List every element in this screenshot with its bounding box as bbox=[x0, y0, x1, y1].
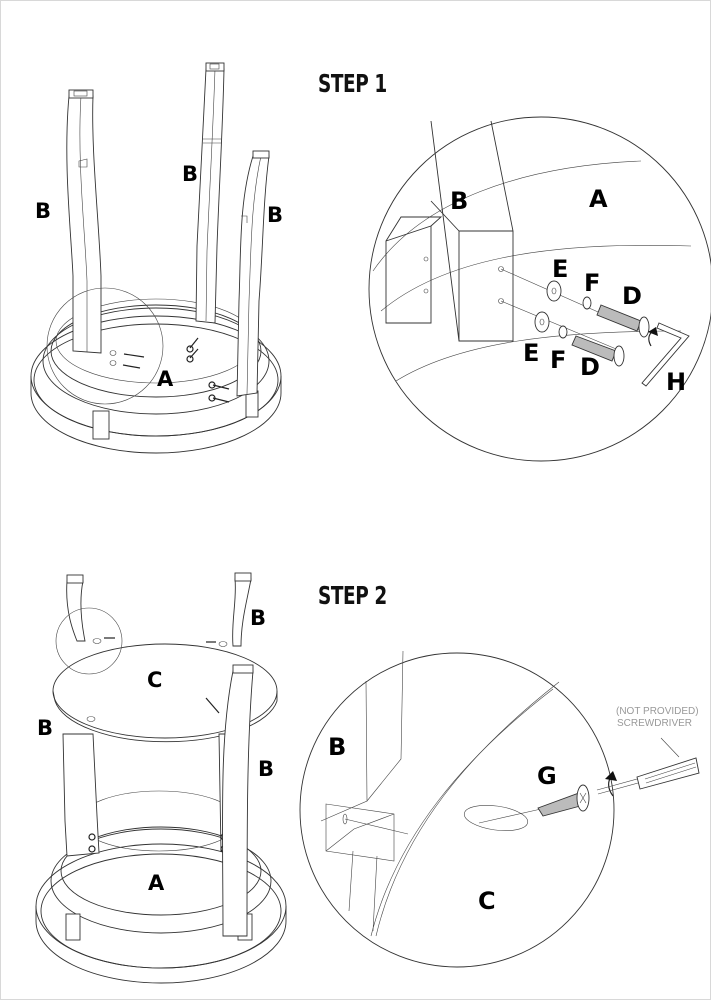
label-seat: C bbox=[147, 668, 163, 692]
label-leg-middle: B bbox=[182, 162, 199, 186]
leg-right bbox=[236, 150, 270, 397]
label-leg-top-right: B bbox=[250, 606, 267, 630]
label-detail-leg: B bbox=[450, 187, 469, 215]
bolt-icon bbox=[571, 335, 625, 367]
label-allen-key: H bbox=[666, 368, 687, 396]
label-bolt-bottom: D bbox=[580, 353, 600, 381]
leg-left bbox=[66, 89, 102, 354]
washer-icon bbox=[534, 311, 550, 333]
allen-key-icon bbox=[641, 322, 690, 387]
label-bolt-top: D bbox=[622, 282, 642, 310]
label-leg-left-2: B bbox=[37, 716, 54, 740]
label-lockwasher-bottom: F bbox=[550, 346, 567, 374]
base-ring-a bbox=[30, 298, 282, 454]
label-detail-seat: C bbox=[478, 887, 496, 915]
leg-middle bbox=[195, 62, 225, 324]
label-detail-base: A bbox=[589, 185, 608, 213]
screwdriver-icon bbox=[596, 737, 700, 795]
step2-detail-drawing bbox=[299, 650, 700, 968]
label-leg-front-right: B bbox=[258, 757, 275, 781]
detail-circle-step1 bbox=[368, 116, 711, 462]
label-lockwasher-top: F bbox=[584, 269, 601, 297]
label-screw: G bbox=[537, 762, 557, 790]
washer-icon bbox=[546, 280, 562, 302]
label-leg-right: B bbox=[267, 203, 284, 227]
detail-zoom-circle bbox=[46, 287, 164, 405]
step2-overview-drawing bbox=[35, 572, 287, 984]
tool-note-screwdriver: SCREWDRIVER bbox=[617, 718, 693, 729]
step-2-title: STEP 2 bbox=[318, 581, 387, 610]
bolt-icon bbox=[596, 304, 650, 338]
label-detail-leg-2: B bbox=[328, 733, 347, 761]
detail-circle-step2 bbox=[299, 652, 615, 968]
tool-note-not-provided: (NOT PROVIDED) bbox=[616, 706, 699, 717]
label-washer-top: E bbox=[552, 255, 569, 283]
step1-detail-drawing bbox=[368, 116, 711, 462]
label-leg-left: B bbox=[35, 199, 52, 223]
bolt-icon-group bbox=[109, 337, 230, 403]
wood-screw-icon bbox=[537, 784, 590, 817]
detail-zoom-circle bbox=[55, 607, 123, 675]
label-base: A bbox=[157, 367, 174, 391]
step1-overview-drawing bbox=[30, 62, 282, 454]
step-1-title: STEP 1 bbox=[318, 69, 387, 98]
label-base-2: A bbox=[148, 871, 165, 895]
label-washer-bottom: E bbox=[523, 339, 540, 367]
